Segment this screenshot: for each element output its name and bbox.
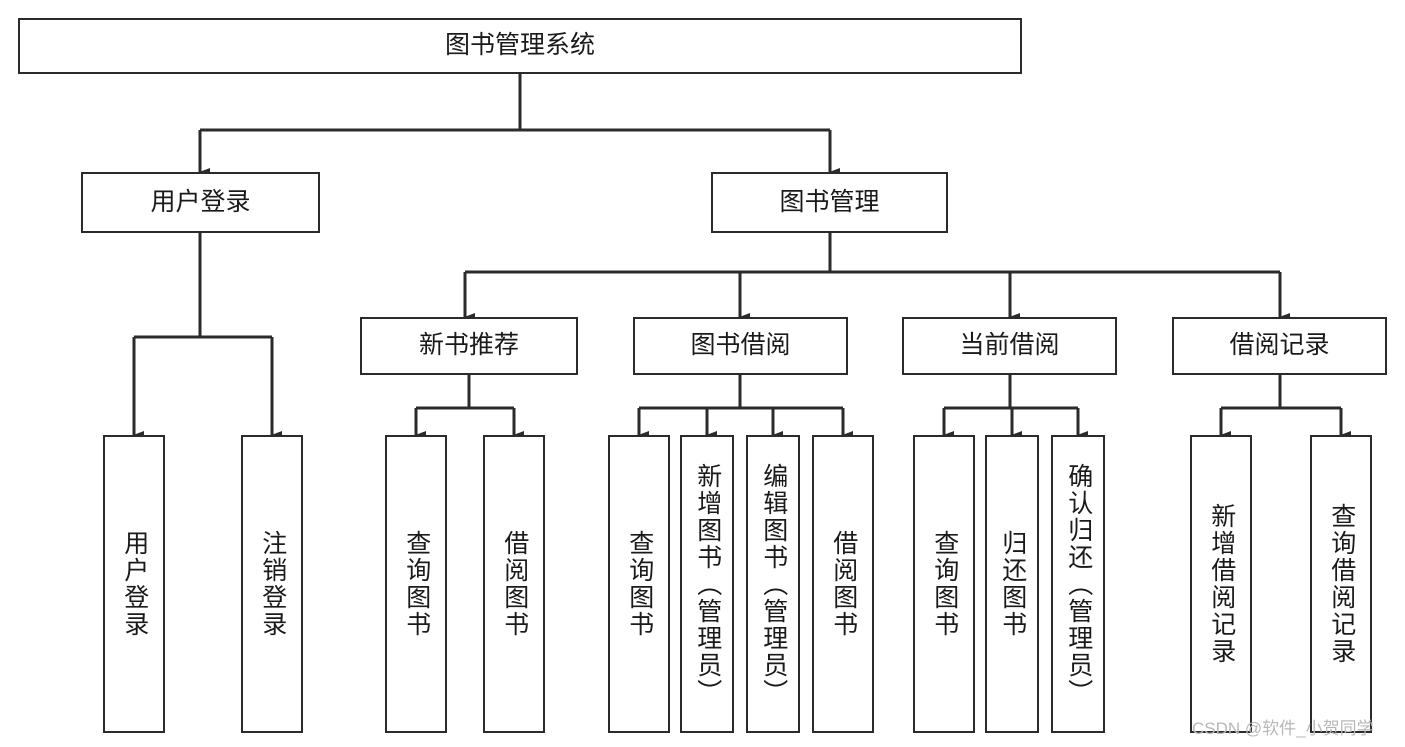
node-label-leaf-cur-confirm: 确认归还（管理员） bbox=[1064, 462, 1093, 706]
node-label-leaf-rec-borrow: 借阅图书 bbox=[500, 530, 529, 638]
node-book-borrow[interactable]: 图书借阅 bbox=[633, 317, 848, 375]
node-label-book-manage: 图书管理 bbox=[779, 187, 880, 216]
node-label-leaf-rec-query: 查询图书 bbox=[402, 530, 431, 638]
node-leaf-borrow-edit[interactable]: 编辑图书（管理员） bbox=[746, 435, 800, 733]
node-leaf-user-logout[interactable]: 注销登录 bbox=[241, 435, 303, 733]
node-label-leaf-cur-query: 查询图书 bbox=[930, 530, 959, 638]
watermark: CSDN @软件_小贺同学 bbox=[1192, 719, 1374, 738]
node-leaf-cur-return[interactable]: 归还图书 bbox=[985, 435, 1039, 733]
node-leaf-cur-confirm[interactable]: 确认归还（管理员） bbox=[1051, 435, 1105, 733]
node-leaf-borrow-query[interactable]: 查询图书 bbox=[608, 435, 670, 733]
node-root[interactable]: 图书管理系统 bbox=[18, 18, 1022, 74]
node-leaf-borrow-loan[interactable]: 借阅图书 bbox=[812, 435, 874, 733]
node-label-current-loan: 当前借阅 bbox=[959, 331, 1060, 360]
node-label-leaf-user-login: 用户登录 bbox=[120, 530, 149, 638]
node-label-leaf-borrow-edit: 编辑图书（管理员） bbox=[759, 462, 788, 706]
node-leaf-user-login[interactable]: 用户登录 bbox=[103, 435, 165, 733]
node-leaf-rec-borrow[interactable]: 借阅图书 bbox=[483, 435, 545, 733]
node-label-leaf-rec-query-record: 查询借阅记录 bbox=[1327, 503, 1356, 665]
node-label-leaf-borrow-loan: 借阅图书 bbox=[829, 530, 858, 638]
node-leaf-rec-query[interactable]: 查询图书 bbox=[385, 435, 447, 733]
node-label-leaf-cur-return: 归还图书 bbox=[998, 530, 1027, 638]
node-leaf-borrow-add[interactable]: 新增图书（管理员） bbox=[680, 435, 734, 733]
node-label-new-book-rec: 新书推荐 bbox=[418, 331, 519, 360]
node-label-loan-record: 借阅记录 bbox=[1229, 331, 1330, 360]
node-label-book-borrow: 图书借阅 bbox=[690, 331, 791, 360]
node-label-leaf-user-logout: 注销登录 bbox=[258, 530, 287, 638]
edge-paths bbox=[132, 74, 1352, 440]
node-loan-record[interactable]: 借阅记录 bbox=[1172, 317, 1387, 375]
node-current-loan[interactable]: 当前借阅 bbox=[902, 317, 1117, 375]
node-label-user-login: 用户登录 bbox=[150, 187, 251, 216]
node-leaf-cur-query[interactable]: 查询图书 bbox=[913, 435, 975, 733]
node-label-leaf-borrow-add: 新增图书（管理员） bbox=[693, 462, 722, 706]
node-user-login[interactable]: 用户登录 bbox=[81, 172, 320, 233]
node-leaf-rec-query-record[interactable]: 查询借阅记录 bbox=[1310, 435, 1372, 733]
node-label-leaf-rec-add: 新增借阅记录 bbox=[1207, 503, 1236, 665]
node-label-leaf-borrow-query: 查询图书 bbox=[625, 530, 654, 638]
node-new-book-rec[interactable]: 新书推荐 bbox=[360, 317, 578, 375]
node-label-root: 图书管理系统 bbox=[444, 31, 595, 60]
node-leaf-rec-add[interactable]: 新增借阅记录 bbox=[1190, 435, 1252, 733]
node-book-manage[interactable]: 图书管理 bbox=[711, 172, 948, 233]
